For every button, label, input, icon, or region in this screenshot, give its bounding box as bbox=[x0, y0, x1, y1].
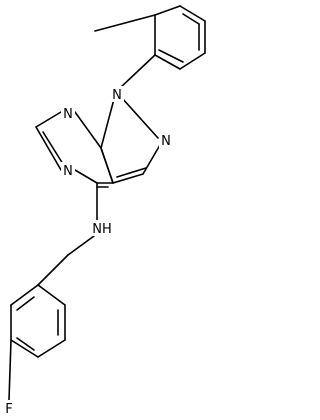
bond-10 bbox=[119, 54, 156, 89]
bond-0 bbox=[154, 5, 181, 16]
bond-13 bbox=[112, 173, 144, 184]
atom-labels: N N N N NH F bbox=[2, 86, 173, 417]
atom-nh-label: NH bbox=[92, 222, 112, 237]
bond-21 bbox=[74, 169, 98, 184]
bond-23 bbox=[100, 147, 114, 184]
bond-20 bbox=[42, 131, 64, 165]
bond-11 bbox=[121, 97, 159, 139]
bond-37 bbox=[8, 339, 12, 401]
bond-1 bbox=[179, 5, 206, 22]
bond-30 bbox=[37, 339, 66, 358]
bond-17 bbox=[74, 111, 102, 149]
atom-n2-label: N bbox=[161, 134, 171, 149]
bond-12 bbox=[142, 144, 161, 175]
amine-n-text: N bbox=[92, 222, 102, 237]
bond-lines bbox=[8, 5, 206, 401]
bond-26 bbox=[67, 235, 95, 256]
amine-h-text: H bbox=[102, 222, 112, 237]
structure-diagram: N N N N NH F bbox=[2, 5, 206, 417]
atom-f-label: F bbox=[5, 402, 12, 417]
bond-16 bbox=[116, 167, 147, 178]
bond-28 bbox=[37, 284, 66, 306]
bond-31 bbox=[10, 339, 39, 358]
bond-15 bbox=[100, 98, 115, 149]
bond-18 bbox=[35, 111, 62, 128]
bond-6 bbox=[182, 13, 200, 25]
bond-33 bbox=[10, 284, 39, 306]
atom-n5-label: N bbox=[63, 164, 73, 179]
bond-27 bbox=[37, 254, 69, 286]
atom-n1-label: N bbox=[112, 88, 122, 103]
bond-35 bbox=[16, 337, 35, 351]
bond-8 bbox=[158, 49, 184, 63]
bond-19 bbox=[35, 126, 62, 171]
bond-9 bbox=[94, 14, 156, 32]
atom-n7-label: N bbox=[63, 107, 73, 122]
bond-3 bbox=[179, 52, 206, 70]
bond-36 bbox=[16, 296, 35, 311]
bond-4 bbox=[154, 54, 181, 70]
